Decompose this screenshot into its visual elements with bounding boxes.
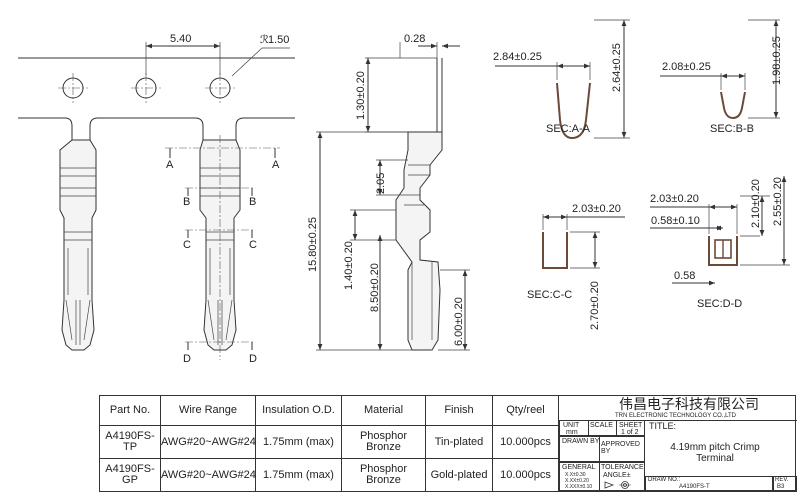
section-a-label: SEC:A-A — [546, 123, 591, 135]
draw-no: A4190FS-T — [679, 484, 710, 490]
cell-qty: 10.000pcs — [492, 425, 559, 459]
dim-h-600: 6.00±0.20 — [453, 297, 465, 346]
company-name-cn: 伟昌电子科技有限公司 — [619, 396, 759, 412]
cell-finish: Gold-plated — [425, 458, 493, 492]
dim-sc-height: 2.70±0.20 — [589, 281, 601, 330]
unit-value: mm — [566, 429, 578, 436]
dim-sd-058: 0.58 — [674, 270, 695, 282]
front-view: 5.40 ℛ 1.50 A A B B C C D D — [18, 33, 295, 365]
dim-total-length: 15.80±0.25 — [307, 217, 319, 272]
col-finish: Finish — [425, 395, 493, 426]
dim-sd-width2: 0.58±0.10 — [651, 215, 700, 227]
dim-sd-h1: 2.10±0.20 — [750, 179, 762, 228]
tolerance-label: TOLERANCE — [601, 464, 644, 471]
cell-material: Phosphor Bronze — [341, 458, 426, 492]
rev-label: REV. — [775, 477, 789, 483]
section-a: 2.84±0.25 2.64±0.25 SEC:A-A — [493, 19, 630, 140]
cell-finish: Tin-plated — [425, 425, 493, 459]
tolerance-3: X.XXX±0.10 — [565, 484, 593, 490]
approved-by-label: APPROVED BY — [601, 441, 640, 455]
draw-no-label: DRAW NO.: — [648, 477, 681, 483]
dim-pitch: 5.40 — [170, 33, 191, 45]
col-part-no: Part No. — [99, 395, 161, 426]
table-row: A4190FS-GP AWG#20~AWG#24 1.75mm (max) Ph… — [99, 458, 559, 492]
section-d-label: SEC:D-D — [697, 298, 742, 310]
drawn-by-label: DRAWN BY — [562, 438, 600, 445]
col-wire-range: Wire Range — [160, 395, 256, 426]
rev-value: B3 — [777, 484, 785, 490]
sheet-label: SHEET — [619, 422, 643, 429]
col-qty: Qty/reel — [492, 395, 559, 426]
cell-material: Phosphor Bronze — [341, 425, 426, 459]
cell-part-no: A4190FS-TP — [99, 425, 161, 459]
tolerance-1: X.X±0.30 — [565, 472, 586, 478]
mark-a-right: A — [272, 159, 280, 171]
parts-table: Part No. Wire Range Insulation O.D. Mate… — [99, 395, 559, 492]
section-b: 2.08±0.25 1.98±0.25 SEC:B-B — [660, 19, 783, 135]
dim-sd-width: 2.03±0.20 — [650, 193, 699, 205]
cell-part-no: A4190FS-GP — [99, 458, 161, 492]
dim-sa-height: 2.64±0.25 — [611, 43, 623, 92]
drawing-title: 4.19mm pitch Crimp Terminal — [670, 442, 760, 464]
col-material: Material — [341, 395, 426, 426]
dim-sa-width: 2.84±0.25 — [493, 51, 542, 63]
dim-radius-symbol: ℛ — [260, 34, 269, 46]
mark-d-right: D — [249, 353, 257, 365]
section-d: 2.03±0.20 0.58±0.10 2.10±0.20 2.55±0.20 … — [650, 176, 790, 310]
mark-d-left: D — [183, 353, 191, 365]
mark-c-right: C — [249, 239, 257, 251]
col-insulation: Insulation O.D. — [255, 395, 342, 426]
dim-sd-h2: 2.55±0.20 — [772, 177, 784, 226]
cell-wire-range: AWG#20~AWG#24 — [160, 425, 256, 459]
mark-c-left: C — [183, 239, 191, 251]
dim-h-top: 1.30±0.20 — [355, 71, 367, 120]
cell-wire-range: AWG#20~AWG#24 — [160, 458, 256, 492]
dim-sc-width: 2.03±0.20 — [572, 203, 621, 215]
dim-h-mid: 2.05 — [375, 173, 387, 194]
dim-sb-height: 1.98±0.25 — [771, 36, 783, 85]
company-name-en: TRN ELECTRONIC TECHNOLOGY CO.,LTD — [615, 413, 737, 419]
mark-b-left: B — [183, 196, 190, 208]
unit-label: UNIT — [563, 422, 580, 429]
cell-insulation: 1.75mm (max) — [255, 425, 342, 459]
title-block: 伟昌电子科技有限公司 TRN ELECTRONIC TECHNOLOGY CO.… — [558, 395, 797, 492]
side-view: 0.28 1.30±0.20 2.05 15.80±0.25 1.40±0.20… — [307, 33, 470, 351]
tolerance-2: X.XX±0.20 — [565, 478, 589, 484]
dim-h-850: 8.50±0.20 — [369, 263, 381, 312]
scale-label: SCALE — [590, 422, 613, 429]
sheet-value: 1 of 2 — [621, 429, 639, 436]
general-label: GENERAL — [562, 464, 596, 471]
section-c: 2.03±0.20 2.70±0.20 SEC:C-C — [527, 203, 625, 330]
angle-label: ANGLE± — [603, 472, 631, 479]
section-b-label: SEC:B-B — [710, 123, 754, 135]
cell-insulation: 1.75mm (max) — [255, 458, 342, 492]
section-c-label: SEC:C-C — [527, 289, 572, 301]
table-header-row: Part No. Wire Range Insulation O.D. Mate… — [99, 395, 559, 426]
mark-b-right: B — [249, 196, 256, 208]
cell-qty: 10.000pcs — [492, 458, 559, 492]
dim-thickness: 0.28 — [404, 33, 425, 45]
dim-h-140: 1.40±0.20 — [343, 241, 355, 290]
table-row: A4190FS-TP AWG#20~AWG#24 1.75mm (max) Ph… — [99, 425, 559, 459]
dim-radius: 1.50 — [268, 34, 289, 46]
mark-a-left: A — [166, 159, 174, 171]
title-label: TITLE: — [649, 421, 677, 431]
dim-sb-width: 2.08±0.25 — [662, 61, 711, 73]
projection-icon — [604, 481, 631, 489]
